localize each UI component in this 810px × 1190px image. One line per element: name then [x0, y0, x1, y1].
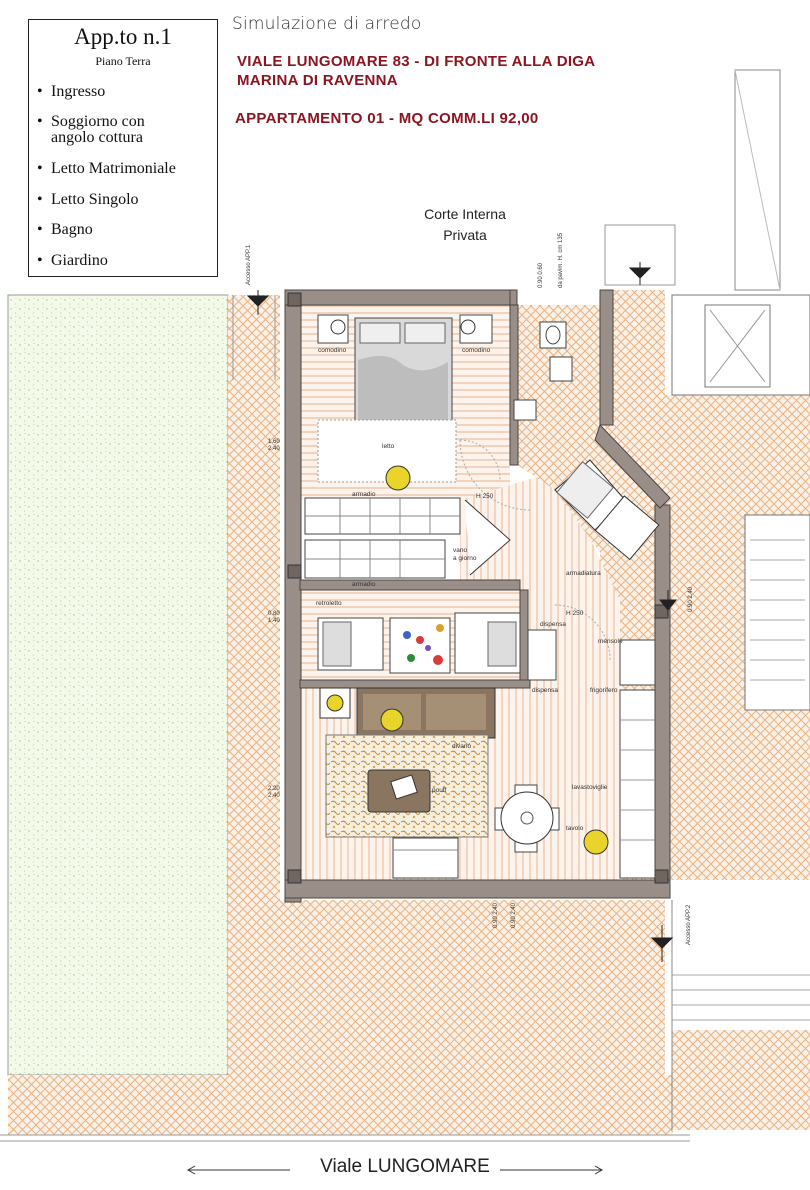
dim-bottom-b: 0.90 2.40 — [511, 902, 517, 928]
label-armadiatura: armadiatura — [566, 570, 601, 577]
double-bed — [354, 317, 453, 439]
label-dispensa-1: dispensa — [540, 621, 566, 628]
legend-item-giardino: • Giardino — [37, 253, 108, 269]
bullet: • — [37, 113, 43, 130]
label-comodino-left: comodino — [318, 347, 347, 354]
dim-line: 2.40 — [268, 446, 280, 452]
label-pouf: pouff — [432, 787, 447, 794]
label-mensole: mensole — [598, 638, 623, 645]
bullet: • — [37, 191, 43, 208]
legend-item-label: Giardino — [51, 252, 108, 269]
legend-item-letto-singolo: • Letto Singolo — [37, 192, 139, 208]
legend-item-label: Ingresso — [51, 83, 106, 100]
dim-line: 1.40 — [268, 618, 280, 624]
legend-item-soggiorno: • Soggiorno con angolo cottura — [37, 114, 145, 146]
courtyard-label: Corte Interna Privata — [424, 206, 506, 243]
sofa — [356, 687, 496, 739]
label-dispensa-2: dispensa — [532, 687, 558, 694]
label-retroletto: retroletto — [316, 600, 342, 607]
dim-bottom-a: 0.90 2.40 — [493, 902, 499, 928]
dim-line: 0.80 — [268, 611, 280, 617]
label-h250-2: H 250 — [566, 610, 584, 617]
dim-090-top: 0.90 0.60 — [538, 262, 544, 288]
legend-item-letto-matrimoniale: • Letto Matrimoniale — [37, 161, 176, 177]
label-armadio-1: armadio — [352, 491, 376, 498]
street-arrows — [186, 1165, 604, 1175]
legend-item-label: Letto Matrimoniale — [51, 160, 176, 177]
legend-item-ingresso: • Ingresso — [37, 84, 105, 100]
label-divano: divano — [452, 743, 472, 750]
legend-item-label: Bagno — [51, 221, 93, 238]
label-frigorifero: frigorifero — [590, 687, 618, 694]
dim-vano: 0.90 2.40 — [688, 586, 694, 612]
label-accesso-2: Accesso APP.2 — [686, 904, 692, 945]
bullet: • — [37, 83, 43, 100]
dim-line: 1.60 — [268, 439, 280, 445]
label-vano-line: a giorno — [453, 555, 477, 562]
dining-table — [494, 784, 560, 853]
street-label: Viale LUNGOMARE — [320, 1156, 490, 1177]
legend-item-label: Soggiorno con angolo cottura — [51, 113, 145, 146]
legend-title: App.to n.1 — [74, 24, 172, 49]
legend-box: App.to n.1 Piano Terra • Ingresso • Soggio… — [28, 19, 218, 277]
address-line-2: MARINA DI RAVENNA — [237, 72, 398, 89]
label-vano-line: vano — [453, 547, 467, 554]
label-lavastoviglie: lavastoviglie — [572, 784, 608, 791]
label-armadio-2: armadio — [352, 581, 376, 588]
label-tavolo: tavolo — [566, 825, 584, 832]
label-letto: letto — [382, 443, 395, 450]
legend-subtitle: Piano Terra — [95, 54, 151, 68]
label-h250-1: H 250 — [476, 493, 494, 500]
label-accesso: Accesso APP.1 — [246, 244, 252, 285]
bullet: • — [37, 252, 43, 269]
label-comodino-right: comodino — [462, 347, 491, 354]
rotated-labels: 0.90 0.60 da pavim. H. cm 135 0.90 2.40 … — [246, 232, 694, 945]
apartment-label: APPARTAMENTO 01 - MQ COMM.LI 92,00 — [235, 110, 539, 127]
bullet: • — [37, 221, 43, 238]
dim-top-note: da pavim. H. cm 135 — [558, 232, 564, 288]
dim-line: 2.40 — [268, 793, 280, 799]
address-line-1: VIALE LUNGOMARE 83 - DI FRONTE ALLA DIGA — [237, 53, 596, 70]
legend-item-bagno: • Bagno — [37, 222, 93, 238]
simulation-title: Simulazione di arredo — [232, 14, 422, 34]
dim-line: 2.20 — [268, 786, 280, 792]
legend-item-label: Letto Singolo — [51, 191, 139, 208]
bullet: • — [37, 160, 43, 177]
